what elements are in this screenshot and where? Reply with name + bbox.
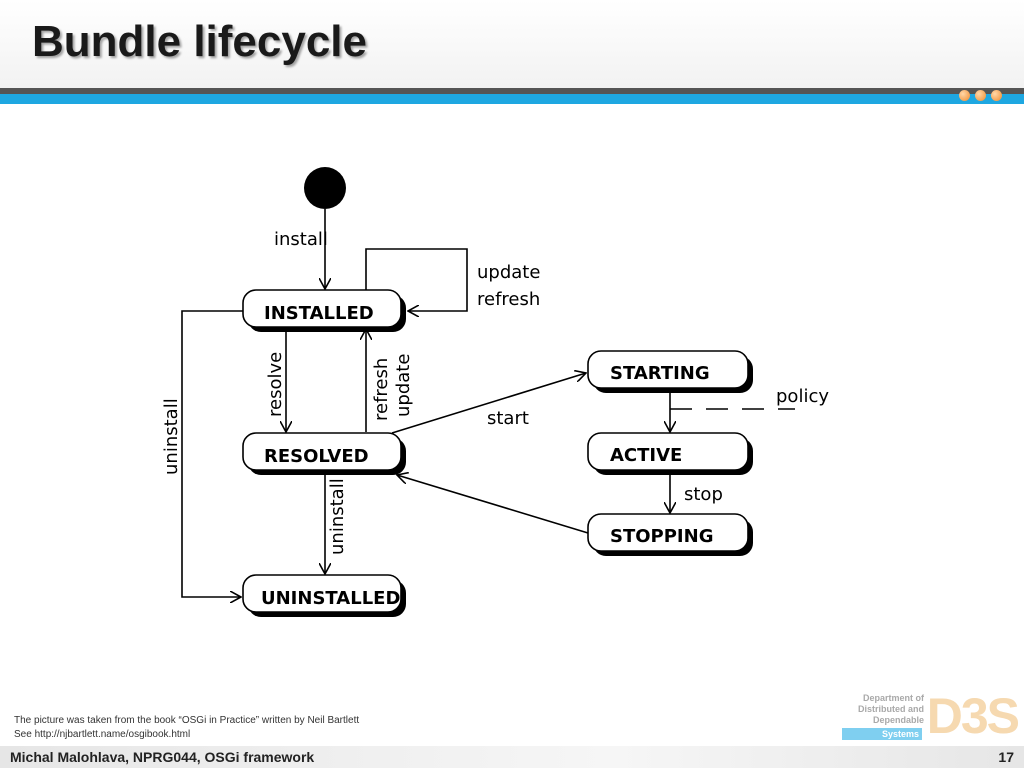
state-stopping: STOPPING — [587, 513, 753, 556]
label-start: start — [487, 408, 529, 429]
logo-line-3: Dependable — [872, 715, 924, 725]
state-label-stopping: STOPPING — [610, 526, 713, 547]
decorative-dots — [959, 90, 1002, 101]
label-refresh: refresh — [477, 289, 540, 310]
state-label-uninstalled: UNINSTALLED — [261, 588, 400, 609]
label-uninstall-resolved: uninstall — [327, 478, 348, 555]
state-label-starting: STARTING — [610, 363, 710, 384]
label-install: install — [274, 229, 328, 250]
image-credit: The picture was taken from the book “OSG… — [14, 714, 359, 742]
orange-dot-icon — [991, 90, 1002, 101]
edge-uninstall-installed — [181, 310, 243, 597]
orange-dot-icon — [959, 90, 970, 101]
edge-update-refresh-loop — [365, 248, 468, 311]
state-label-installed: INSTALLED — [264, 303, 374, 324]
label-resolve: resolve — [265, 352, 286, 417]
label-refresh-back: refresh — [371, 358, 392, 421]
state-label-resolved: RESOLVED — [264, 446, 369, 467]
credit-line-book: The picture was taken from the book “OSG… — [14, 715, 360, 726]
logo-line-1: Department of — [862, 693, 924, 703]
slide-footer: Michal Malohlava, NPRG044, OSGi framewor… — [0, 746, 1024, 768]
state-starting: STARTING — [587, 350, 753, 393]
logo-mark: D3S — [926, 688, 1020, 744]
header-divider-dark — [0, 88, 1024, 94]
state-resolved: RESOLVED — [242, 432, 406, 475]
logo-systems-label: Systems — [842, 728, 922, 740]
label-update-back: update — [393, 354, 414, 417]
state-label-active: ACTIVE — [610, 445, 682, 466]
state-installed: INSTALLED — [242, 289, 406, 332]
page-number: 17 — [998, 749, 1014, 765]
credit-line-url: See http://njbartlett.name/osgibook.html — [14, 729, 191, 740]
initial-state-dot — [304, 167, 346, 209]
d3s-logo: D3S Department of Distributed and Depend… — [840, 690, 1020, 742]
header-divider-blue — [0, 94, 1024, 104]
state-active: ACTIVE — [587, 432, 753, 475]
slide-header: Bundle lifecycle — [0, 0, 1024, 88]
footer-author: Michal Malohlava, NPRG044, OSGi framewor… — [10, 749, 315, 765]
logo-department-text: Department of Distributed and Dependable — [858, 693, 924, 726]
orange-dot-icon — [975, 90, 986, 101]
state-uninstalled: UNINSTALLED — [242, 574, 406, 617]
edge-start — [391, 373, 586, 434]
label-stop: stop — [684, 484, 723, 505]
logo-line-2: Distributed and — [857, 704, 924, 714]
label-policy: policy — [776, 386, 829, 407]
label-uninstall-left: uninstall — [161, 398, 182, 475]
label-update: update — [477, 262, 540, 283]
slide-title: Bundle lifecycle — [32, 17, 368, 66]
edge-stopping-resolved — [397, 475, 589, 534]
